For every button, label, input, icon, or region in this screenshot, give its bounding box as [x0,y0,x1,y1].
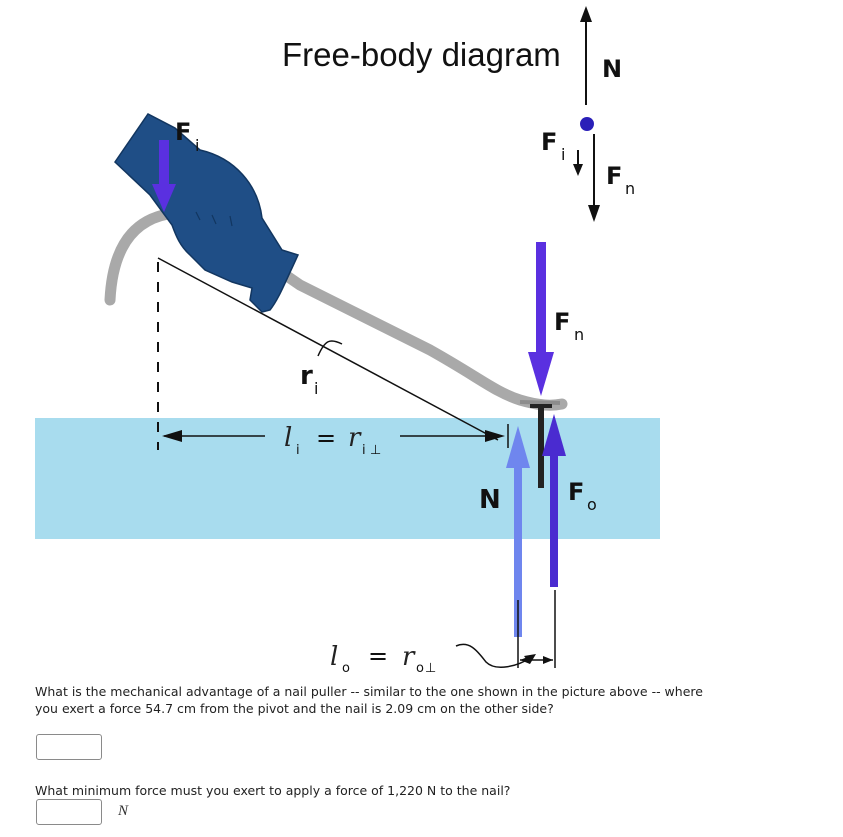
label-fn-sub: n [574,325,584,344]
fbd-dot [580,117,594,131]
label-lo-r: r [402,642,416,672]
label-ri-sub: i [314,379,318,398]
label-lo-equals: = [368,642,388,670]
answer-input-2[interactable] [36,799,102,825]
label-n: N [479,485,501,515]
answer-input-1[interactable] [36,734,102,760]
gloved-hand [114,113,300,313]
lo-dimension: l o = r o ⊥ [330,590,556,676]
fbd-label-N: N [602,55,622,83]
li-dimension: l i = r i ⊥ [162,423,509,458]
fbd-label-fi: F [541,128,557,156]
label-lo: l [330,642,338,672]
fi-arrow: F i [152,118,199,212]
nail-puller-bar [104,208,568,411]
question-1-line-1: What is the mechanical advantage of a na… [35,684,703,699]
nail [530,404,552,488]
fbd-label-fi-sub: i [561,145,565,164]
fn-arrow: F n [528,242,584,396]
unit-label: N [118,803,129,819]
label-li-equals: = [316,424,336,452]
label-fo: F [568,478,584,506]
fo-arrow: F o [542,414,597,587]
label-fi-sub: i [195,136,199,155]
label-fo-sub: o [587,495,597,514]
label-lo-r-sub: o [416,661,424,676]
question-2-text: What minimum force must you exert to app… [35,782,510,799]
label-ri: r [300,361,313,391]
label-lo-r-perp: ⊥ [425,661,436,676]
label-fi: F [175,118,191,146]
question-1-text: What is the mechanical advantage of a na… [35,683,703,717]
question-1-line-2: you exert a force 54.7 cm from the pivot… [35,701,554,716]
question-2-line-1: What minimum force must you exert to app… [35,783,511,798]
label-li-eq: l [284,423,292,453]
fbd-label-fn: F [606,162,622,190]
n-arrow: N [479,426,530,637]
label-li-sub: i [296,443,300,458]
label-li-r-perp: ⊥ [370,443,381,458]
label-li-r-sub: i [362,443,366,458]
free-body-figure: Free-body diagram N F i F n F i r i [35,6,660,676]
ri-lever-arm: r i [157,257,499,441]
fbd-label-fn-sub: n [625,179,635,198]
free-body-inset: N F i F n [541,6,635,222]
label-fn: F [554,308,570,336]
label-li-r: r [348,423,362,453]
diagram-title: Free-body diagram [282,36,561,73]
label-lo-sub: o [342,661,350,676]
